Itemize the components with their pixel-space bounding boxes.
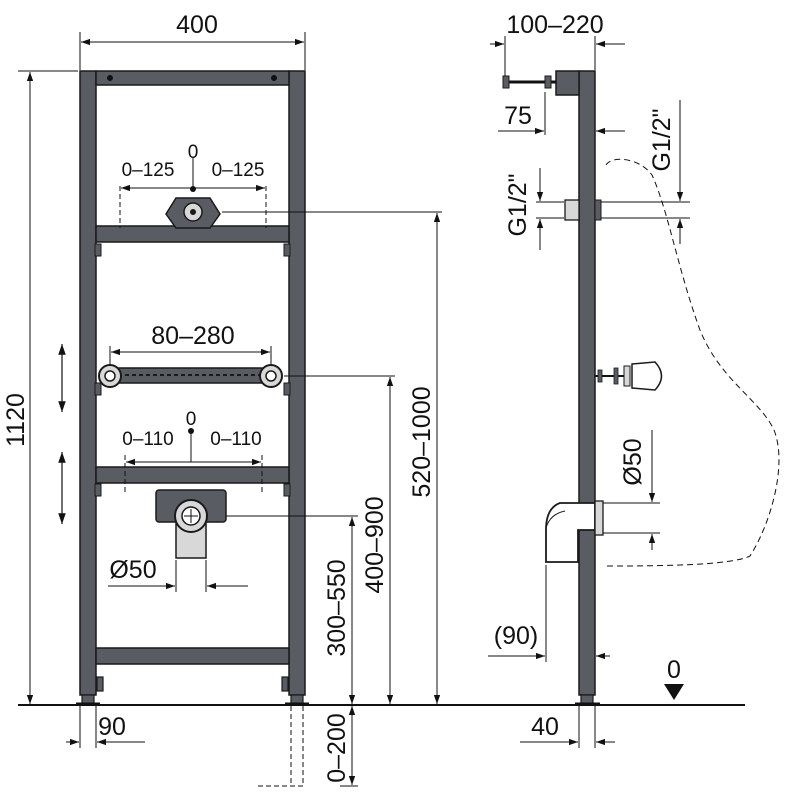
dim-depth: 100–220 [490, 11, 625, 76]
label-upper-left: 0–125 [122, 160, 175, 181]
label-upper-right: 0–125 [212, 160, 265, 181]
label-drain-front: Ø50 [109, 556, 156, 584]
dim-520-1000: 520–1000 [408, 213, 441, 704]
dim-bracket-span: 80–280 [109, 322, 272, 364]
floor-zero-marker: 0 [664, 656, 684, 700]
dim-g12-left: G1/2" [504, 168, 544, 250]
dim-1120: 1120 [2, 70, 78, 704]
drain-fitting [155, 428, 227, 559]
label-drain-side: Ø50 [619, 438, 647, 485]
adjustable-bracket [98, 364, 283, 388]
label-300: 300–550 [323, 559, 351, 656]
left-post [79, 70, 97, 696]
right-post [288, 70, 306, 696]
label-g12-left: G1/2" [504, 173, 532, 236]
label-width: 400 [176, 11, 218, 39]
label-lower-zero: 0 [186, 409, 197, 430]
dim-0-200: 0–200 [258, 706, 358, 787]
rail-hole [271, 75, 277, 81]
urinal-outline [605, 158, 780, 567]
label-bracket-span: 80–280 [151, 322, 234, 350]
inlet-fitting-side [536, 199, 690, 221]
bottom-rail [95, 647, 290, 665]
label-0-200: 0–200 [323, 713, 351, 783]
foot-bolt [281, 676, 289, 692]
top-rail [95, 70, 290, 86]
wall-anchor [502, 70, 580, 96]
label-75: 75 [504, 102, 532, 130]
dim-drain-front: Ø50 [108, 556, 248, 592]
label-lower-right: 0–110 [210, 429, 261, 450]
side-post [578, 70, 596, 696]
dim-300-550: 300–550 [323, 517, 356, 704]
label-foot-90: 90 [98, 713, 126, 741]
water-inlet-fitting [165, 186, 221, 229]
label-floor-zero: 0 [667, 656, 681, 684]
dim-40-side: 40 [520, 706, 615, 748]
label-520: 520–1000 [408, 386, 436, 497]
dim-lower-offsets: 0 0–110 0–110 [122, 409, 263, 492]
label-depth: 100–220 [506, 11, 603, 39]
lower-crossbar [95, 466, 290, 484]
dim-90-side: (90) [488, 565, 610, 662]
dim-upper-offsets: 0 0–125 0–125 [119, 142, 267, 228]
label-90-side: (90) [494, 622, 538, 650]
side-view: 100–220 75 G1/2" G1/2" [488, 11, 780, 748]
label-g12-right: G1/2" [648, 108, 676, 171]
dim-g12-right: G1/2" [648, 100, 684, 244]
label-40-side: 40 [531, 713, 559, 741]
dim-400-900: 400–900 [361, 377, 394, 704]
dim-foot-90: 90 [66, 706, 145, 748]
foot-bolt [96, 676, 104, 692]
dim-drain-side: Ø50 [619, 430, 656, 550]
dim-400: 400 [79, 11, 306, 70]
drain-elbow [545, 500, 660, 563]
label-height: 1120 [2, 393, 30, 447]
label-400: 400–900 [361, 496, 389, 593]
front-view: 400 1120 0 0–125 0–125 80–280 [2, 11, 745, 787]
rail-hole [107, 75, 113, 81]
frame-feet [81, 676, 304, 705]
label-lower-left: 0–110 [122, 429, 173, 450]
label-upper-zero: 0 [188, 142, 199, 163]
urinal-hanger [595, 361, 663, 391]
dim-75: 75 [498, 92, 625, 135]
